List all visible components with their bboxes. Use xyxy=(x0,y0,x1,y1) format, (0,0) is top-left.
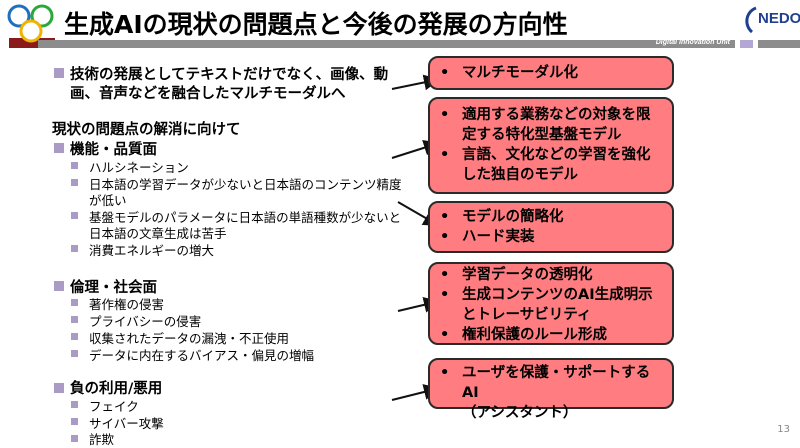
bullet-square-icon xyxy=(71,162,78,169)
box-item: マルチモーダル化 xyxy=(462,65,578,81)
bullet-square-icon xyxy=(54,383,64,393)
bullet-dot-icon: • xyxy=(440,287,450,303)
solution-box-assistant: • ユーザを保護・サポートするAI（アシスタント） xyxy=(428,358,674,421)
header-accent-square xyxy=(740,40,753,48)
list-item: ハルシネーション xyxy=(89,160,189,175)
solution-box-transparency: • 学習データの透明化 • 生成コンテンツのAI生成明示とトレーサビリティ • 権利保… xyxy=(428,262,674,345)
nedo-logo xyxy=(745,6,757,34)
header-divider-bar xyxy=(38,40,735,48)
bullet-dot-icon: • xyxy=(440,327,450,343)
box-item: 生成コンテンツのAI生成明示とトレーサビリティ xyxy=(462,287,653,323)
bullet-dot-icon: • xyxy=(440,209,450,225)
group-title: 負の利用/悪用 xyxy=(70,381,163,397)
list-item: 著作権の侵害 xyxy=(89,297,165,312)
list-item: 収集されたデータの漏洩・不正使用 xyxy=(89,331,290,346)
box-item: ハード実装 xyxy=(462,229,535,245)
bullet-dot-icon: • xyxy=(440,107,450,123)
page-title: 生成AIの現状の問題点と今後の発展の方向性 xyxy=(64,10,568,39)
list-item: 消費エネルギーの増大 xyxy=(89,243,215,258)
solution-box-multimodal: • マルチモーダル化 xyxy=(428,56,674,90)
box-item: ユーザを保護・サポートするAI（アシスタント） xyxy=(462,365,651,421)
list-item: が低い xyxy=(89,193,127,208)
bullet-square-icon xyxy=(71,245,78,252)
solution-box-simplification: • モデルの簡略化 • ハード実装 xyxy=(428,201,674,253)
bullet-square-icon xyxy=(54,281,64,291)
bullet-square-icon xyxy=(54,143,64,153)
box-item: 適用する業務などの対象を限定する特化型基盤モデル xyxy=(462,107,651,143)
box-item: 権利保護のルール形成 xyxy=(462,327,607,343)
header-accent-bar xyxy=(758,40,800,48)
bullet-dot-icon: • xyxy=(440,267,450,283)
list-item: 日本語の学習データが少ないと日本語のコンテンツ精度 xyxy=(89,177,402,192)
list-item: データに内在するバイアス・偏見の増幅 xyxy=(89,348,315,363)
list-item: 詐欺 xyxy=(89,432,115,447)
group-title: 機能・品質面 xyxy=(70,142,157,158)
list-item: フェイク xyxy=(89,399,139,414)
intro-line: 技術の発展としてテキストだけでなく、画像、動 xyxy=(70,67,389,83)
solution-box-specialized-models: • 適用する業務などの対象を限定する特化型基盤モデル • 言語、文化などの学習を強化… xyxy=(428,97,674,194)
nedo-logo-text: NEDO xyxy=(758,10,800,27)
bullet-square-icon xyxy=(71,435,78,442)
page-number: 13 xyxy=(777,424,790,435)
organization-logo xyxy=(7,4,55,48)
box-item: モデルの簡略化 xyxy=(462,209,564,225)
box-item: 学習データの透明化 xyxy=(462,267,593,283)
bullet-dot-icon: • xyxy=(440,365,450,381)
bullet-dot-icon: • xyxy=(440,65,450,81)
bullet-square-icon xyxy=(71,418,78,425)
intro-line: 画、音声などを融合したマルチモーダルへ xyxy=(70,86,346,102)
bullet-square-icon xyxy=(71,401,78,408)
bullet-square-icon xyxy=(71,299,78,306)
list-item: サイバー攻撃 xyxy=(89,416,164,431)
bullet-square-icon xyxy=(71,350,78,357)
bullet-dot-icon: • xyxy=(440,229,450,245)
box-item: 言語、文化などの学習を強化した独自のモデル xyxy=(462,147,651,183)
list-item: 日本語の文章生成は苦手 xyxy=(89,226,227,241)
bullet-square-icon xyxy=(71,333,78,340)
section-heading: 現状の問題点の解消に向けて xyxy=(52,122,241,138)
bullet-square-icon xyxy=(71,212,78,219)
bullet-dot-icon: • xyxy=(440,147,450,163)
bullet-square-icon xyxy=(54,68,64,78)
unit-label: Digital Innovation Unit xyxy=(655,39,730,46)
list-item: 基盤モデルのパラメータに日本語の単語種数が少ないと xyxy=(89,210,402,225)
bullet-square-icon xyxy=(71,179,78,186)
group-title: 倫理・社会面 xyxy=(70,280,157,296)
bullet-square-icon xyxy=(71,316,78,323)
list-item: プライバシーの侵害 xyxy=(89,314,202,329)
